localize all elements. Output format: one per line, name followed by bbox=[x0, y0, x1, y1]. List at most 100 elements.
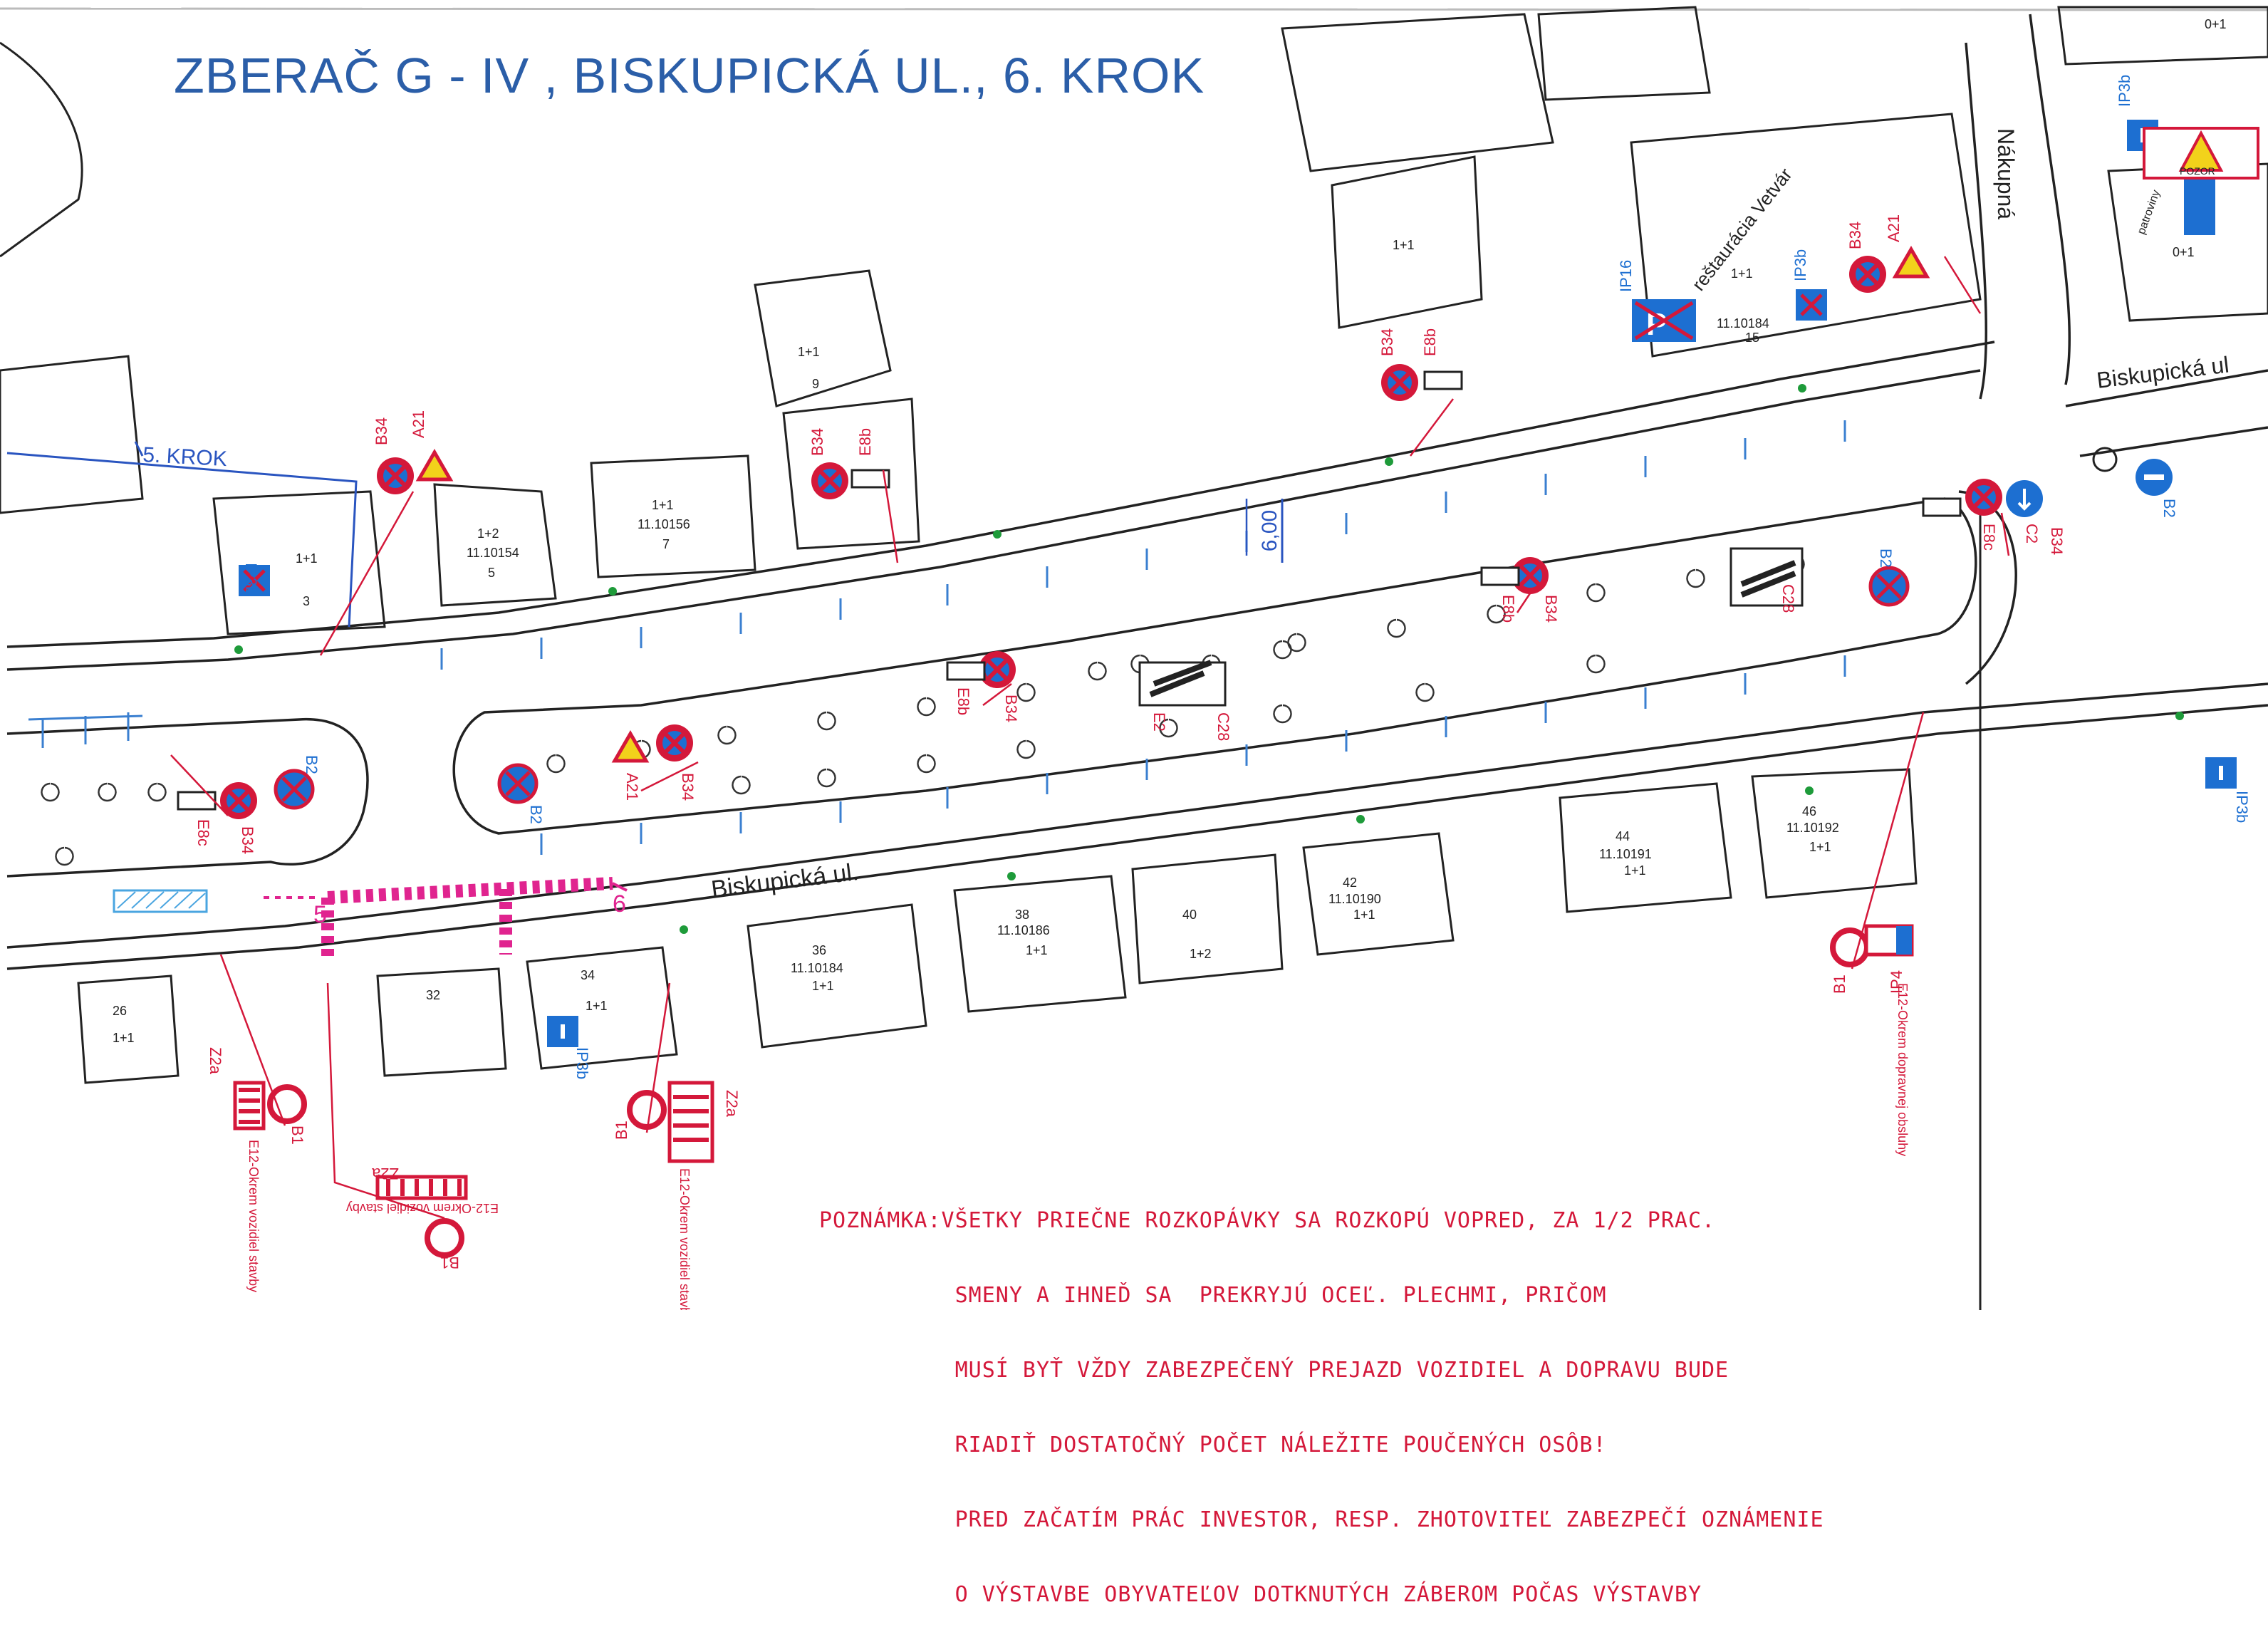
label-e8b-2: E8b bbox=[1421, 328, 1439, 356]
e8b-plate-2 bbox=[1423, 370, 1463, 390]
label-c28-2: C28 bbox=[1779, 584, 1797, 613]
b34-sign-9 bbox=[1965, 479, 2002, 516]
label-b2-right: B2 bbox=[2160, 499, 2178, 518]
svg-text:1+1: 1+1 bbox=[1026, 943, 1048, 957]
bldg-01: 0+10+1 bbox=[2173, 17, 2227, 259]
e8b-plate-4 bbox=[946, 661, 986, 681]
bldg-3: 1+13 bbox=[296, 551, 318, 608]
b34-sign-8 bbox=[220, 782, 257, 819]
label-b34-5: B34 bbox=[1542, 595, 1560, 623]
svg-text:46: 46 bbox=[1802, 804, 1816, 818]
prev-step-label: 5. KROK bbox=[142, 443, 228, 471]
biskupicka-right-edge bbox=[2065, 369, 2268, 407]
svg-text:1+1: 1+1 bbox=[586, 999, 608, 1013]
svg-text:1+1: 1+1 bbox=[1731, 266, 1753, 281]
svg-text:44: 44 bbox=[1616, 829, 1630, 843]
step5-outline bbox=[6, 441, 1248, 628]
ip3b-sign-4 bbox=[2205, 757, 2237, 789]
blue-sign-labels: IP3b IP3b IP3b IP3b IP3b IP16 B2 B2 B2 B… bbox=[242, 75, 2251, 1080]
svg-text:9: 9 bbox=[812, 377, 819, 391]
svg-text:1+1: 1+1 bbox=[296, 551, 318, 566]
svg-text:15: 15 bbox=[1745, 331, 1759, 345]
hatched-area bbox=[113, 889, 208, 913]
label-z2a-3: Z2a bbox=[723, 1090, 741, 1118]
building-42 bbox=[1302, 832, 1455, 956]
building-left bbox=[0, 355, 144, 514]
b34-sign-5 bbox=[1512, 557, 1549, 594]
b34-sign-2 bbox=[811, 462, 848, 499]
svg-text:1+1: 1+1 bbox=[1624, 863, 1646, 878]
label-z2a-1: Z2a bbox=[207, 1047, 224, 1075]
label-b34-8: B34 bbox=[239, 826, 256, 854]
label-e12-3: E12-Okrem vozidiel stavby bbox=[677, 1168, 692, 1310]
road-plan-map: 6,00 bbox=[0, 6, 2268, 1310]
label-b2-2: B2 bbox=[527, 805, 545, 824]
b34-sign-7 bbox=[656, 724, 693, 762]
svg-text:11.10186: 11.10186 bbox=[997, 923, 1050, 937]
b34-signs bbox=[220, 256, 2002, 819]
svg-text:1+2: 1+2 bbox=[1190, 947, 1212, 961]
label-c2: C2 bbox=[2023, 524, 2041, 544]
building-top-b bbox=[1537, 6, 1711, 101]
c2-sign-1 bbox=[2006, 480, 2043, 517]
bldg-11: 1+1 bbox=[1393, 238, 1415, 252]
nakupna-west-edge bbox=[1965, 42, 1988, 400]
b34-sign-6 bbox=[979, 651, 1016, 688]
svg-text:40: 40 bbox=[1182, 908, 1197, 922]
svg-text:26: 26 bbox=[113, 1004, 127, 1018]
label-a21-3: A21 bbox=[623, 773, 641, 801]
e8c-plate bbox=[1922, 497, 1962, 517]
b2-signs bbox=[274, 566, 1910, 810]
b34-sign-3 bbox=[1381, 364, 1418, 401]
width-dimension: 6,00 bbox=[1258, 499, 1284, 563]
building-left-top bbox=[0, 41, 83, 258]
street-label-nakupna: Nákupná bbox=[1993, 128, 2019, 219]
note-line-2: SMENY A IHNEĎ SA PREKRYJÚ OCEĽ. PLECHMI,… bbox=[819, 1283, 1607, 1308]
label-e2: E2 bbox=[1150, 712, 1168, 732]
building-44 bbox=[1559, 782, 1732, 913]
pozor-sign bbox=[2143, 127, 2259, 180]
svg-text:11.10190: 11.10190 bbox=[1328, 892, 1381, 906]
label-b34-9: B34 bbox=[2048, 527, 2066, 555]
b1-sign-2 bbox=[425, 1218, 464, 1258]
building-40 bbox=[1131, 853, 1284, 984]
label-b34-4: B34 bbox=[1846, 222, 1864, 249]
buildings bbox=[0, 6, 2268, 1084]
note-line-6: O VÝSTAVBE OBYVATEĽOV DOTKNUTÝCH ZÁBEROM… bbox=[819, 1582, 1702, 1607]
label-e8c: E8c bbox=[1980, 524, 1998, 551]
svg-text:42: 42 bbox=[1343, 875, 1357, 890]
e8b-plate-1 bbox=[850, 469, 890, 489]
left-island bbox=[6, 718, 369, 878]
b34-sign-4 bbox=[1849, 256, 1886, 293]
ip16-sign: P bbox=[1632, 299, 1696, 342]
b2-sign-1 bbox=[274, 769, 315, 810]
e8-plates bbox=[177, 370, 1962, 811]
svg-text:11.10192: 11.10192 bbox=[1786, 821, 1839, 835]
b1-sign-1 bbox=[267, 1084, 307, 1124]
e8b-plate-3 bbox=[1480, 566, 1520, 586]
label-ip3b-1: IP3b bbox=[242, 563, 260, 595]
svg-text:5: 5 bbox=[488, 566, 495, 580]
label-b1-1: B1 bbox=[288, 1126, 306, 1145]
label-ip3b-4: IP3b bbox=[2233, 791, 2251, 823]
crosswalks bbox=[1138, 547, 1804, 707]
building-26 bbox=[77, 974, 180, 1084]
svg-text:1+1: 1+1 bbox=[798, 345, 820, 359]
ip3b-sign-5 bbox=[547, 1016, 578, 1047]
b34-sign-1 bbox=[377, 457, 414, 494]
building-5 bbox=[433, 483, 557, 607]
label-b2-3: B2 bbox=[1877, 549, 1895, 568]
svg-text:1+1: 1+1 bbox=[652, 498, 674, 512]
building-32 bbox=[376, 967, 507, 1077]
label-ip3b-5: IP3b bbox=[573, 1047, 591, 1079]
label-a21-2: A21 bbox=[1885, 214, 1903, 242]
label-ip3b-3: IP3b bbox=[2116, 75, 2133, 107]
green-dots bbox=[234, 384, 2184, 934]
svg-text:11.10156: 11.10156 bbox=[638, 517, 690, 531]
note-line-4: RIADIŤ DOSTATOČNÝ POČET NÁLEŽITE POUČENÝ… bbox=[819, 1433, 1607, 1457]
b2-sign-2 bbox=[497, 763, 539, 804]
building-36 bbox=[747, 903, 927, 1049]
